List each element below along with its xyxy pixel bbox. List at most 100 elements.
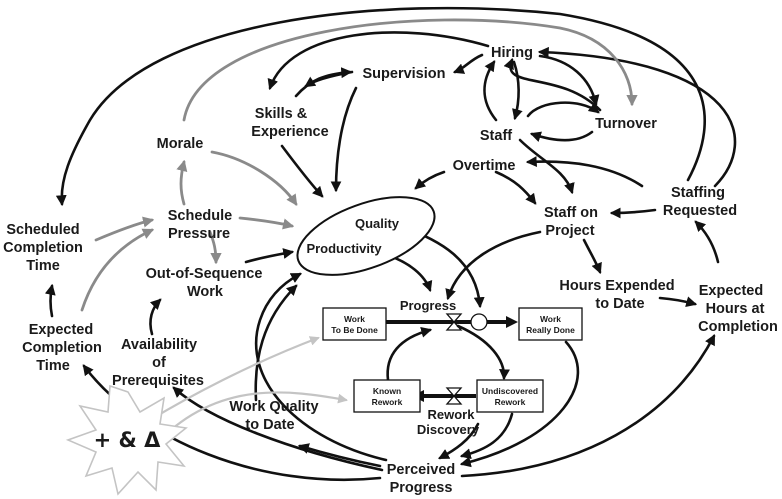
expected-hours-label-2: Hours at: [706, 301, 765, 317]
schedule-pressure-label-1: Schedule: [168, 208, 232, 224]
stock-undiscovered-rework: Undiscovered Rework: [476, 379, 544, 413]
perceived-progress-label-2: Progress: [390, 480, 453, 496]
stock-flow-structure: Work To Be Done Work Really Done Known R…: [322, 307, 583, 413]
link-hiring-to-skills: [267, 31, 490, 91]
availability-label-2: of: [152, 355, 166, 371]
link-hiring-to-turnover: [538, 54, 600, 107]
scheduled-time-label-3: Time: [26, 258, 60, 274]
hours-expended-label-1: Hours Expended: [559, 278, 674, 294]
skills-label-1: Skills &: [255, 106, 308, 122]
work-quality-label-2: to Date: [245, 417, 294, 433]
hiring-label: Hiring: [491, 45, 533, 61]
oos-label-1: Out-of-Sequence: [146, 266, 263, 282]
quality-label: Quality: [355, 216, 400, 231]
rework-discovery-label-1: Rework: [428, 407, 476, 422]
link-undiscovered-to-perceived: [459, 412, 514, 460]
supervision-label: Supervision: [363, 66, 446, 82]
link-expected-to-schedule-pressure: [80, 228, 155, 312]
hours-expended-label-2: to Date: [595, 296, 644, 312]
link-expected-to-scheduled: [44, 283, 56, 318]
link-schedule-pressure-to-morale: [176, 159, 188, 206]
expected-hours-label-1: Expected: [699, 283, 763, 299]
link-avail-to-oos: [149, 298, 162, 336]
link-oos-to-productivity: [244, 248, 295, 264]
expected-hours-label-3: Completion: [698, 319, 778, 335]
perceived-progress-label-1: Perceived: [387, 462, 456, 478]
productivity-quality-ellipse: [296, 196, 436, 276]
link-overtime-to-productivity: [414, 170, 446, 190]
link-morale-to-productivity: [210, 150, 298, 206]
link-work-quality-to-productivity: [254, 284, 298, 402]
link-skills-to-productivity: [280, 144, 324, 198]
link-staffing-to-expected-time: [55, 6, 706, 207]
stock-work-really-done: Work Really Done: [518, 307, 583, 341]
link-perceived-to-productivity: [254, 272, 388, 462]
link-hours-to-expected-hours: [658, 296, 698, 307]
svg-text:Rework: Rework: [372, 397, 403, 407]
morale-label: Morale: [157, 136, 204, 152]
link-staff-on-project-to-progress: [445, 230, 542, 301]
link-perceived-to-work-quality: [297, 443, 382, 468]
link-supervision-to-productivity: [330, 86, 358, 193]
work-quality-label-1: Work Quality: [229, 399, 318, 415]
svg-text:Work: Work: [540, 314, 561, 324]
staff-on-project-label-2: Project: [545, 223, 594, 239]
rework-discovery-valve-icon: [445, 387, 463, 397]
link-overtime-to-staff-on-project: [494, 170, 537, 205]
availability-label-3: Prerequisites: [112, 373, 204, 389]
svg-text:Known: Known: [373, 386, 401, 396]
oos-label-2: Work: [187, 284, 224, 300]
stock-known-rework: Known Rework: [353, 379, 421, 413]
stock-work-to-be-done: Work To Be Done: [322, 307, 387, 341]
link-star-to-known-rework: [158, 391, 348, 442]
link-perceived-to-avail: [172, 386, 384, 472]
progress-valve-icon: [445, 313, 463, 323]
link-staff-to-staff-on-project: [518, 138, 575, 195]
scheduled-time-label-1: Scheduled: [6, 222, 79, 238]
link-skills-to-supervision: [294, 67, 353, 98]
link-turnover-to-hiring: [503, 57, 602, 112]
link-star-to-work-to-be-done: [148, 336, 320, 422]
star-label: + & Δ: [94, 428, 162, 452]
turnover-label: Turnover: [595, 116, 657, 132]
link-schedule-pressure-to-oos: [208, 230, 222, 265]
staff-on-project-label-1: Staff on: [544, 205, 598, 221]
svg-text:Rework: Rework: [495, 397, 526, 407]
expected-time-label-2: Completion: [22, 340, 102, 356]
link-staffing-to-staff-on-project: [609, 207, 657, 219]
link-turnover-to-staff: [529, 130, 594, 142]
svg-text:Work: Work: [344, 314, 365, 324]
schedule-pressure-label-2: Pressure: [168, 226, 230, 242]
link-schedule-pressure-to-productivity: [238, 216, 295, 230]
link-staff-to-hiring: [483, 60, 498, 122]
link-hiring-to-staffing: [537, 46, 737, 188]
link-staffing-to-overtime: [525, 156, 644, 188]
link-hiring-to-supervision: [452, 53, 484, 74]
link-perceived-to-expected-hours: [460, 334, 716, 478]
rework-discovery-label-2: Discovery: [417, 422, 480, 437]
skills-label-2: Experience: [251, 124, 328, 140]
svg-text:Undiscovered: Undiscovered: [482, 386, 538, 396]
expected-time-label-1: Expected: [29, 322, 93, 338]
availability-label-1: Availability: [121, 337, 197, 353]
link-staff-to-turnover-top: [526, 101, 600, 118]
svg-text:Really Done: Really Done: [526, 325, 575, 335]
productivity-label: Productivity: [306, 241, 382, 256]
scheduled-time-label-2: Completion: [3, 240, 83, 256]
link-scheduled-to-schedule-pressure: [94, 216, 155, 242]
progress-converter-icon: [470, 313, 488, 331]
staffing-label-2: Requested: [663, 203, 737, 219]
link-staff-on-project-to-hours: [582, 238, 602, 275]
link-rework-discovery-to-perceived: [438, 422, 480, 460]
expected-time-label-3: Time: [36, 358, 70, 374]
progress-label: Progress: [400, 298, 456, 313]
link-really-done-to-perceived: [459, 340, 580, 468]
link-expected-hours-to-staffing: [694, 220, 720, 264]
link-hiring-to-staff: [512, 60, 523, 121]
staff-label: Staff: [480, 128, 512, 144]
svg-text:To Be Done: To Be Done: [331, 325, 378, 335]
change-starburst-icon: [65, 384, 188, 496]
staffing-label-1: Staffing: [671, 185, 725, 201]
